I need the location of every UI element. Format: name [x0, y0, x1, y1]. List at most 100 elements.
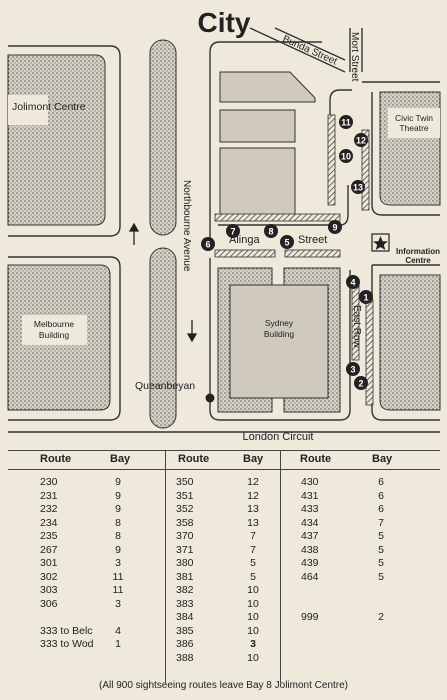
bay-marker-5: 5: [280, 235, 294, 249]
col1-route-cell: 230: [40, 476, 58, 488]
col2-route-cell: 371: [176, 543, 194, 556]
melbourne-building-label-1: Melbourne: [34, 319, 74, 329]
northbourne-median-north: [149, 39, 177, 236]
col1-bay-cell: 11: [112, 570, 124, 583]
col1-route-cell: 231: [40, 489, 58, 502]
col2-route-cell: 351: [176, 489, 194, 502]
col2-bay-cell: 10: [247, 597, 259, 610]
col3-route-cell: 438: [301, 543, 319, 556]
col1-route-header: Route: [40, 453, 72, 465]
bay-marker-label: 7: [230, 227, 235, 237]
info-centre-block: [379, 274, 441, 411]
bay-marker-label: 9: [332, 223, 337, 233]
civic-block: [379, 91, 441, 206]
col3-route-cell: 433: [301, 503, 319, 515]
sydney-building: [217, 267, 341, 413]
bay-marker-3: 3: [346, 362, 360, 376]
east-row-label: East Row: [351, 305, 362, 349]
bay-marker-circle: [351, 180, 365, 194]
col1-route-cell: 234: [40, 516, 58, 529]
london-circuit-label: London Circuit: [243, 431, 314, 443]
bay-marker-label: 4: [350, 278, 355, 288]
bay-marker-circle: [328, 220, 342, 234]
northbound-arrow-icon: [128, 222, 140, 245]
bay-marker-label: 6: [205, 240, 210, 250]
col1-bay-cell: 3: [115, 557, 121, 569]
north-block-buildings: [219, 71, 316, 219]
col2-bay-cell: 5: [250, 570, 256, 583]
city-map: City: [7, 7, 441, 443]
col1-route-cell: 333 to Wod: [40, 638, 94, 650]
mort-street-label: Mort Street: [349, 32, 360, 82]
northbourne-avenue-label: Northbourne Avenue: [181, 180, 192, 272]
bunda-street-label: Bunda Street: [281, 34, 339, 68]
col2-bay-cell: 3: [250, 638, 256, 650]
bay-marker-circle: [339, 115, 353, 129]
col3-route-cell: 464: [301, 570, 319, 583]
bay-marker-label: 5: [284, 238, 289, 248]
col3-bay-cell: 7: [378, 516, 384, 529]
col1-bay-cell: 1: [115, 638, 121, 650]
information-centre-label-2: Centre: [405, 256, 431, 265]
bay-marker-1: 1: [359, 290, 373, 304]
col3-bay-cell: 5: [378, 557, 384, 569]
col2-bay-cell: 13: [247, 516, 259, 529]
col2-bay-cell: 5: [250, 557, 256, 569]
col2-route-cell: 383: [176, 597, 194, 610]
jolimont-centre-label: Jolimont Centre: [12, 101, 86, 113]
bay-marker-circle: [346, 275, 360, 289]
bay-marker-label: 12: [356, 136, 366, 146]
col2-bay-cell: 12: [247, 476, 259, 488]
col1-route-cell: 333 to Belc: [40, 624, 93, 637]
col2-route-header: Route: [178, 453, 210, 465]
col2-bay-cell: 7: [250, 530, 256, 542]
col3-bay-cell: 6: [378, 489, 384, 502]
col1-route-cell: 306: [40, 597, 58, 610]
footnote: (All 900 sightseeing routes leave Bay 8 …: [98, 680, 349, 691]
bunda-street-road: [249, 27, 346, 73]
col3-route-header: Route: [300, 453, 332, 465]
col2-route-cell: 380: [176, 557, 194, 569]
bay-marker-circle: [354, 133, 368, 147]
col1-route-cell: 301: [40, 557, 58, 569]
bay-marker-circle: [264, 224, 278, 238]
col1-bay-cell: 8: [115, 530, 121, 542]
col3-bay-cell: 6: [378, 476, 384, 488]
bay-marker-7: 7: [226, 224, 240, 238]
col3-route-cell: 439: [301, 557, 319, 569]
col1-bay-cell: 9: [115, 489, 121, 502]
table-top-rule: [8, 450, 440, 451]
col3-bay-cell: 5: [378, 530, 384, 542]
bay-marker-6: 6: [201, 237, 215, 251]
southbound-arrow-icon: [186, 320, 198, 343]
alinga-street-label: Street: [298, 234, 327, 246]
bay-marker-circle: [354, 376, 368, 390]
col2-route-cell: 384: [176, 611, 194, 623]
col3-bay-cell: 5: [378, 543, 384, 556]
bay-marker-10: 10: [339, 149, 353, 163]
bay-marker-11: 11: [339, 115, 353, 129]
col1-bay-header: Bay: [110, 453, 131, 465]
col2-route-cell: 381: [176, 570, 194, 583]
alinga-label: Alinga: [229, 234, 260, 246]
northbourne-median-south: [149, 247, 177, 429]
bay-marker-label: 11: [341, 118, 351, 128]
jolimont-block: [7, 54, 106, 226]
melbourne-block: [7, 264, 111, 411]
col3-bay-cell: 2: [378, 611, 384, 623]
col2-bay-cell: 10: [247, 624, 259, 637]
bay-marker-circle: [201, 237, 215, 251]
col3-route-cell: 431: [301, 489, 319, 502]
bay-marker-circle: [280, 235, 294, 249]
road-outlines: [8, 28, 440, 433]
col2-bay-cell: 7: [250, 543, 256, 556]
col3-route-cell: 437: [301, 530, 319, 542]
col2-route-cell: 386: [176, 638, 194, 650]
col2-bay-cell: 10: [247, 584, 259, 596]
col3-route-cell: 430: [301, 476, 319, 488]
bay-marker-circle: [359, 290, 373, 304]
table-header-rule: [8, 469, 440, 470]
col2-route-cell: 352: [176, 503, 194, 515]
col1-bay-cell: 9: [115, 543, 121, 556]
col2-bay-cell: 13: [247, 503, 259, 515]
